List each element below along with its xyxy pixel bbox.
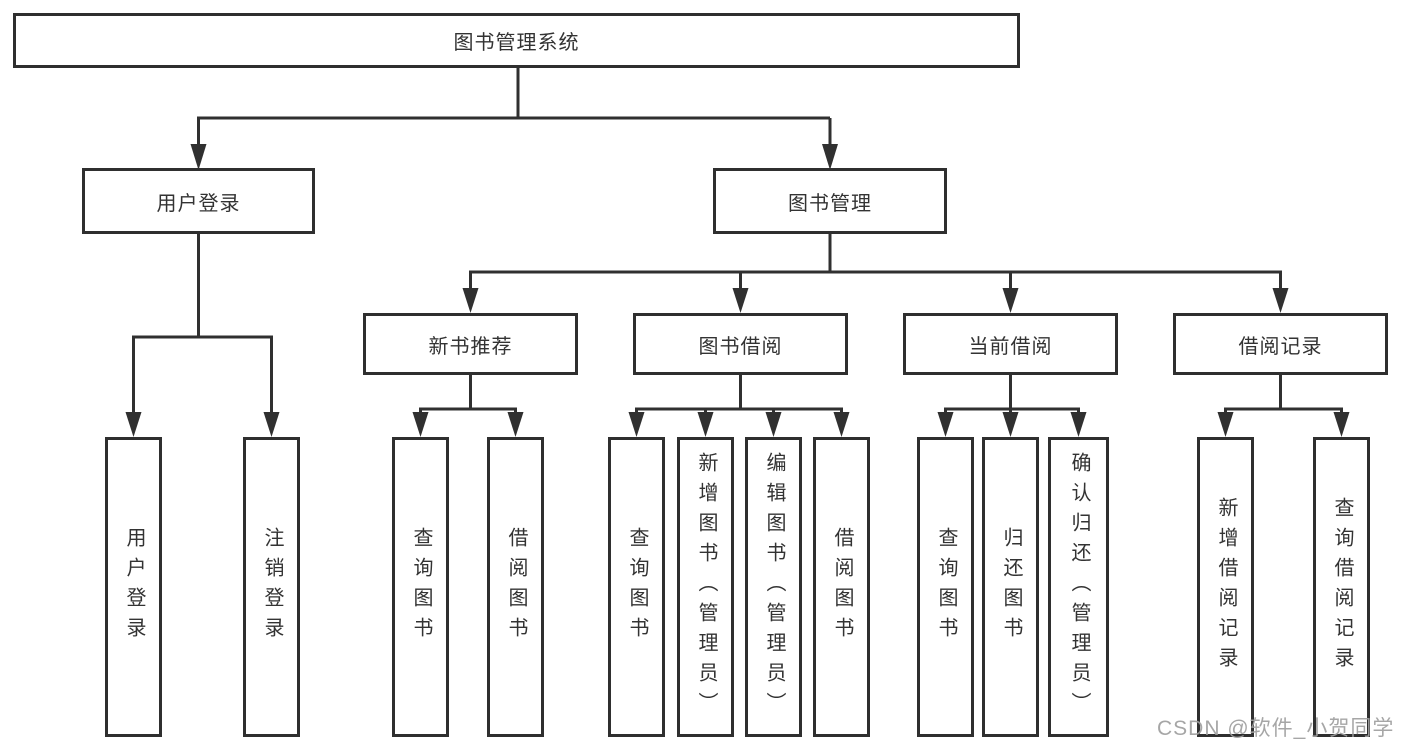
node-current-borrowing: 当前借阅 — [903, 313, 1118, 375]
leaf-logout: 注销登录 — [243, 437, 300, 737]
leaf-recommend-query-books: 查询图书 — [392, 437, 449, 737]
leaf-records-add-record-label: 新增借阅记录 — [1215, 497, 1237, 677]
leaf-borrow-borrow-books: 借阅图书 — [813, 437, 870, 737]
leaf-records-add-record: 新增借阅记录 — [1197, 437, 1254, 737]
leaf-logout-label: 注销登录 — [261, 527, 283, 647]
leaf-borrow-query-books: 查询图书 — [608, 437, 665, 737]
node-book-borrowing-label: 图书借阅 — [698, 335, 783, 358]
node-new-book-recommend-label: 新书推荐 — [428, 335, 513, 358]
csdn-watermark: CSDN @软件_小贺同学 — [1157, 717, 1395, 740]
node-library-system-label: 图书管理系统 — [453, 32, 580, 54]
leaf-borrow-query-books-label: 查询图书 — [626, 527, 648, 647]
node-book-management: 图书管理 — [713, 168, 947, 234]
leaf-recommend-borrow-books-label: 借阅图书 — [505, 527, 527, 647]
node-library-system: 图书管理系统 — [13, 13, 1020, 68]
node-new-book-recommend: 新书推荐 — [363, 313, 578, 375]
leaf-current-return-books-label: 归还图书 — [1000, 527, 1022, 647]
node-borrowing-records-label: 借阅记录 — [1238, 335, 1323, 358]
leaf-borrow-add-books-admin-label: 新增图书（管理员） — [695, 452, 717, 722]
leaf-user-login-label: 用户登录 — [123, 527, 145, 647]
leaf-borrow-edit-books-admin: 编辑图书（管理员） — [745, 437, 802, 737]
leaf-borrow-edit-books-admin-label: 编辑图书（管理员） — [763, 452, 785, 722]
leaf-records-query-record: 查询借阅记录 — [1313, 437, 1370, 737]
arrowheads — [125, 144, 1350, 437]
leaf-recommend-query-books-label: 查询图书 — [410, 527, 432, 647]
leaf-current-return-books: 归还图书 — [982, 437, 1039, 737]
leaf-current-query-books: 查询图书 — [917, 437, 974, 737]
node-book-borrowing: 图书借阅 — [633, 313, 848, 375]
leaf-borrow-borrow-books-label: 借阅图书 — [831, 527, 853, 647]
leaf-user-login: 用户登录 — [105, 437, 162, 737]
leaf-recommend-borrow-books: 借阅图书 — [487, 437, 544, 737]
leaf-borrow-add-books-admin: 新增图书（管理员） — [677, 437, 734, 737]
node-user-login-group-label: 用户登录 — [156, 192, 241, 215]
node-user-login-group: 用户登录 — [82, 168, 315, 234]
leaf-current-confirm-return-admin-label: 确认归还（管理员） — [1068, 452, 1090, 722]
leaf-current-query-books-label: 查询图书 — [935, 527, 957, 647]
leaf-current-confirm-return-admin: 确认归还（管理员） — [1048, 437, 1109, 737]
leaf-records-query-record-label: 查询借阅记录 — [1331, 497, 1353, 677]
node-book-management-label: 图书管理 — [788, 192, 872, 215]
node-current-borrowing-label: 当前借阅 — [968, 335, 1053, 358]
node-borrowing-records: 借阅记录 — [1173, 313, 1388, 375]
